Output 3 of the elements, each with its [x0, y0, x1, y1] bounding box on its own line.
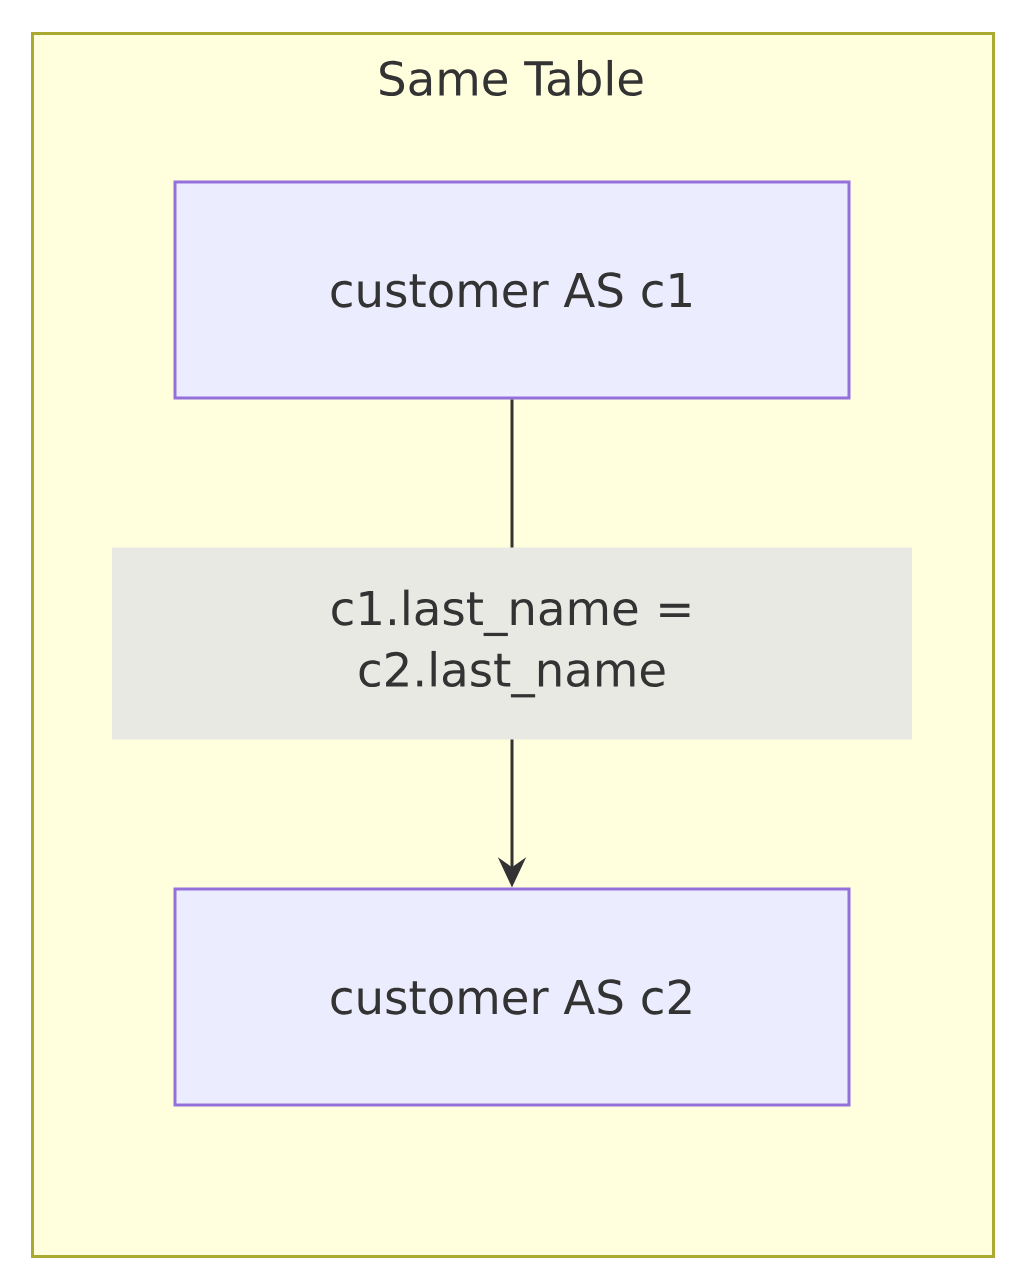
edge-label: c1.last_name = c2.last_name [112, 547, 912, 740]
process-box: customer AS c1 [173, 180, 851, 400]
process-box: customer AS c2 [173, 887, 851, 1107]
